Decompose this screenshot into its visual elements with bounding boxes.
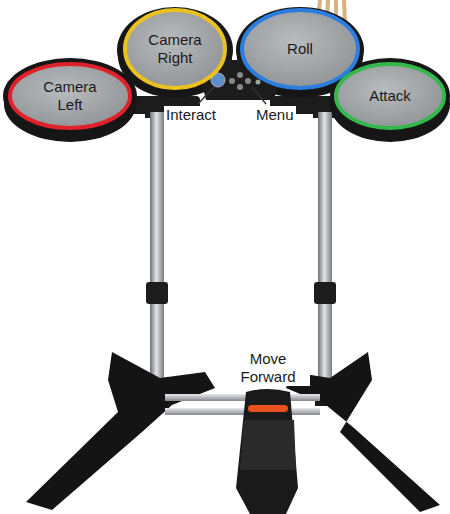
pad-housings bbox=[3, 7, 450, 142]
drum-pad: Roll bbox=[240, 8, 360, 90]
pad-action: Camera Left bbox=[36, 78, 104, 114]
cross-bars bbox=[165, 394, 320, 415]
control-label: Interact bbox=[164, 106, 218, 124]
stand-poles bbox=[146, 112, 336, 406]
drum-pad: Camera Right bbox=[123, 8, 227, 90]
drum-pad: Camera Left bbox=[8, 62, 132, 130]
control-label: Menu bbox=[254, 106, 296, 124]
pad-action: Roll bbox=[287, 40, 313, 58]
pad-action: Camera Right bbox=[143, 31, 207, 67]
kick-pedal bbox=[236, 389, 298, 514]
drum-pad: Attack bbox=[334, 62, 446, 130]
leader-lines bbox=[198, 87, 266, 104]
pad-action: Attack bbox=[369, 87, 411, 105]
control-label: Move Forward bbox=[226, 350, 310, 386]
